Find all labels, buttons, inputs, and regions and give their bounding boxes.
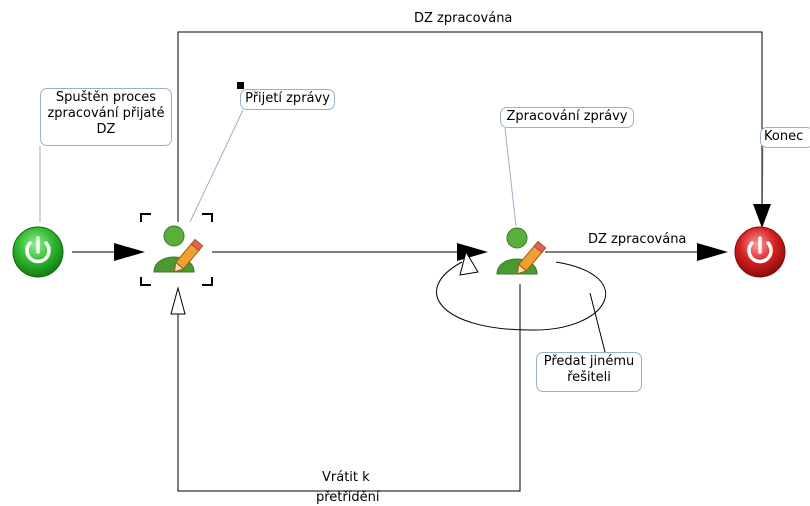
arrowhead-process-end bbox=[697, 243, 728, 261]
start-callout-line3: DZ bbox=[96, 122, 116, 137]
arrowhead-receive-process bbox=[457, 243, 488, 261]
edge-return-label-1: Vrátit k bbox=[322, 470, 370, 485]
edge-return-label-2: přetřídění bbox=[316, 490, 380, 505]
start-node[interactable] bbox=[11, 225, 65, 279]
power-start-icon bbox=[12, 226, 64, 278]
forward-callout-line2: řešiteli bbox=[567, 370, 611, 385]
start-callout-line2: zpracování přijaté bbox=[47, 106, 165, 121]
power-end-icon bbox=[734, 226, 786, 278]
receive-callout-leader bbox=[189, 109, 244, 223]
selection-handle[interactable] bbox=[237, 82, 244, 89]
start-callout-line1: Spuštěn proces bbox=[55, 90, 157, 105]
arrowhead-return bbox=[170, 286, 186, 315]
selection-marks bbox=[140, 213, 213, 286]
receive-callout-label: Přijetí zprávy bbox=[245, 91, 330, 106]
process-callout-label: Zpracování zprávy bbox=[506, 109, 628, 124]
receive-node[interactable] bbox=[150, 222, 204, 278]
user-edit-icon bbox=[153, 225, 204, 273]
edge-self-loop-forward bbox=[436, 261, 607, 331]
forward-callout: Předat jinému řešiteli bbox=[536, 352, 642, 392]
arrowhead-self-loop bbox=[459, 250, 479, 276]
start-callout: Spuštěn proces zpracování přijaté DZ bbox=[40, 88, 172, 146]
edge-top-processed bbox=[177, 31, 763, 222]
edge-top-label: DZ zpracována bbox=[414, 11, 513, 26]
process-node[interactable] bbox=[493, 224, 547, 280]
end-callout-label: Konec bbox=[764, 129, 804, 144]
forward-callout-line1: Předat jinému bbox=[543, 354, 635, 369]
arrowhead-start-receive bbox=[114, 243, 145, 261]
receive-callout: Přijetí zprávy bbox=[240, 89, 335, 110]
forward-callout-leader bbox=[589, 292, 606, 353]
edge-mid-label: DZ zpracována bbox=[588, 232, 687, 247]
process-callout: Zpracování zprávy bbox=[500, 107, 634, 128]
end-callout: Konec bbox=[760, 127, 810, 148]
arrowhead-top bbox=[753, 204, 771, 228]
end-node[interactable] bbox=[733, 225, 787, 279]
process-callout-leader bbox=[504, 127, 517, 227]
edge-return-resort bbox=[177, 284, 521, 492]
user-edit-icon bbox=[496, 227, 547, 275]
